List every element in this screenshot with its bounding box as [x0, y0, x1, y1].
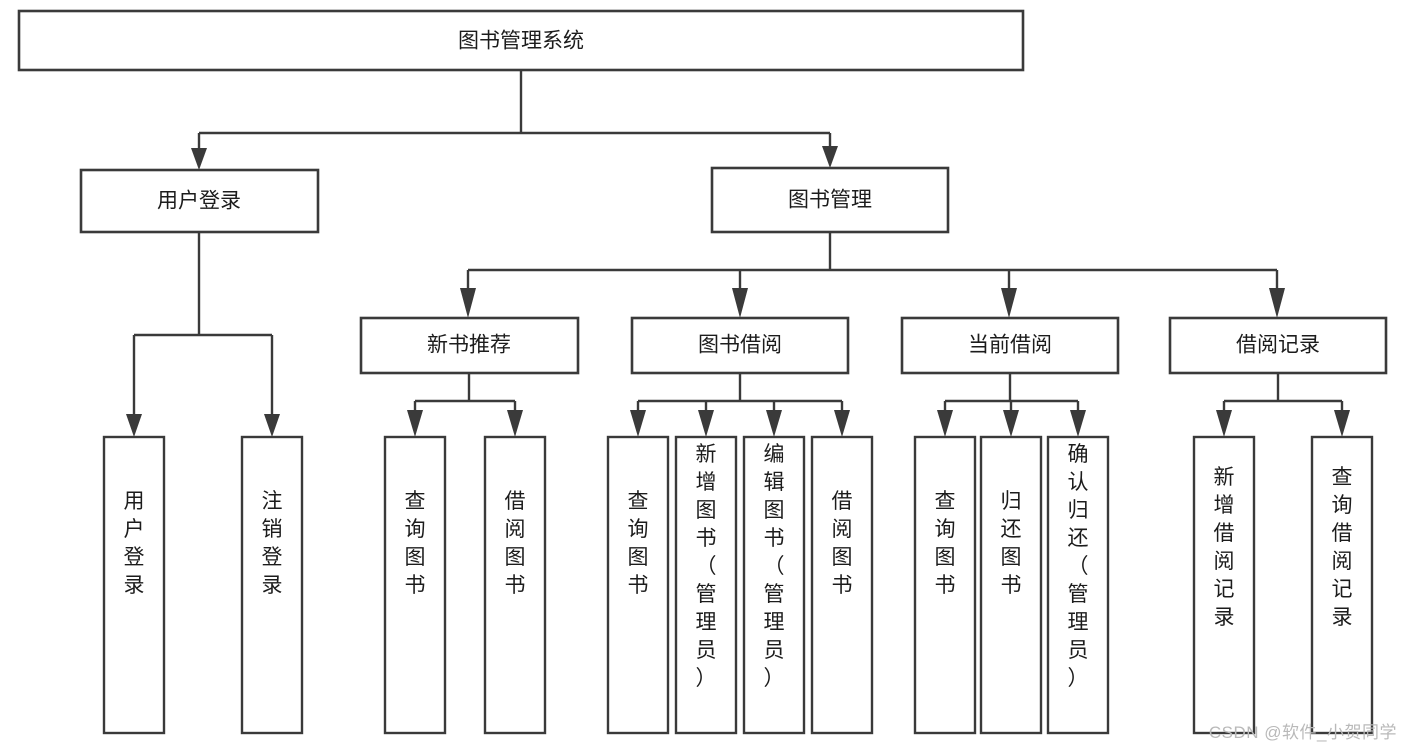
leaf-cur-return-box[interactable] [979, 435, 1043, 735]
leaf-rec-borrow[interactable]: 借阅图书 [483, 435, 547, 735]
node-user-login-box[interactable] [79, 168, 320, 234]
leaf-borrow-query-box[interactable] [606, 435, 670, 735]
leaf-rec-query[interactable]: 查询图书 [383, 435, 447, 735]
leaf-rec-add-box[interactable] [1192, 435, 1256, 735]
arrow-head-leaf-user-login [126, 414, 142, 437]
leaf-user-login-label: 用户登录 [124, 490, 145, 597]
node-book-borrow-label: 图书借阅 [698, 334, 782, 357]
arrow-head-leaf-rec-query [407, 410, 423, 437]
leaf-cur-confirm-label: 确认归还（管理员） [1068, 443, 1089, 690]
arrow-head-leaf-cur-confirm [1070, 410, 1086, 437]
node-new-book-rec-label: 新书推荐 [427, 334, 511, 357]
leaf-borrow-edit-box[interactable] [742, 435, 806, 735]
node-new-book-rec-box[interactable] [359, 316, 580, 375]
leaf-rec-add[interactable]: 新增借阅记录 [1192, 435, 1256, 735]
leaf-cur-confirm-box[interactable] [1046, 435, 1110, 735]
arrow-head-leaf-rec-search [1334, 410, 1350, 437]
leaf-borrow-add-box[interactable] [674, 435, 738, 735]
arrow-head-book-manage [822, 146, 838, 168]
node-current-borrow-label: 当前借阅 [968, 334, 1052, 357]
leaf-rec-query-box[interactable] [383, 435, 447, 735]
leaf-cur-return-label: 归还图书 [1001, 490, 1022, 597]
arrow-head-leaf-cur-query [937, 410, 953, 437]
leaf-cur-query[interactable]: 查询图书 [913, 435, 977, 735]
leaf-borrow-add-label: 新增图书（管理员） [696, 443, 717, 690]
leaf-borrow-take-label: 借阅图书 [832, 490, 853, 597]
leaf-borrow-take-box[interactable] [810, 435, 874, 735]
leaf-rec-search-label: 查询借阅记录 [1332, 466, 1353, 629]
leaf-rec-query-label: 查询图书 [405, 490, 426, 597]
node-book-borrow-box[interactable] [630, 316, 850, 375]
arrow-head-leaf-rec-add [1216, 410, 1232, 437]
arrow-head-leaf-borrow-edit [766, 410, 782, 437]
arrow-head-leaf-borrow-query [630, 410, 646, 437]
node-current-borrow[interactable]: 当前借阅 [900, 316, 1120, 375]
node-new-book-rec[interactable]: 新书推荐 [359, 316, 580, 375]
node-borrow-record-label: 借阅记录 [1236, 334, 1320, 357]
leaf-cur-return[interactable]: 归还图书 [979, 435, 1043, 735]
arrow-head-leaf-user-logout [264, 414, 280, 437]
leaf-borrow-query[interactable]: 查询图书 [606, 435, 670, 735]
arrow-head-leaf-borrow-take [834, 410, 850, 437]
leaf-cur-query-box[interactable] [913, 435, 977, 735]
node-user-login-label: 用户登录 [157, 190, 241, 213]
node-book-manage-box[interactable] [710, 166, 950, 234]
leaf-borrow-edit[interactable]: 编辑图书（管理员） [742, 435, 806, 735]
arrow-head-leaf-rec-borrow [507, 410, 523, 437]
node-borrow-record[interactable]: 借阅记录 [1168, 316, 1388, 375]
node-book-manage-label: 图书管理 [788, 189, 872, 212]
connector-layer [126, 70, 1350, 437]
leaf-rec-borrow-box[interactable] [483, 435, 547, 735]
leaf-user-logout-box[interactable] [240, 435, 304, 735]
arrow-head-leaf-cur-return [1003, 410, 1019, 437]
node-book-manage[interactable]: 图书管理 [710, 166, 950, 234]
node-current-borrow-box[interactable] [900, 316, 1120, 375]
leaf-user-logout[interactable]: 注销登录 [240, 435, 304, 735]
leaf-borrow-take[interactable]: 借阅图书 [810, 435, 874, 735]
node-book-borrow[interactable]: 图书借阅 [630, 316, 850, 375]
leaf-borrow-query-label: 查询图书 [628, 490, 649, 597]
leaf-borrow-edit-label: 编辑图书（管理员） [764, 443, 785, 690]
node-root-label: 图书管理系统 [458, 30, 584, 53]
leaf-rec-add-label: 新增借阅记录 [1214, 466, 1235, 629]
node-root[interactable]: 图书管理系统 [17, 9, 1025, 72]
leaf-borrow-add[interactable]: 新增图书（管理员） [674, 435, 738, 735]
node-user-login[interactable]: 用户登录 [79, 168, 320, 234]
leaf-cur-query-label: 查询图书 [935, 490, 956, 597]
arrow-head-leaf-borrow-add [698, 410, 714, 437]
arrow-head-borrow-record [1269, 288, 1285, 318]
arrow-head-current-borrow [1001, 288, 1017, 318]
leaf-user-login-box[interactable] [102, 435, 166, 735]
arrow-head-user-login [191, 148, 207, 170]
node-borrow-record-box[interactable] [1168, 316, 1388, 375]
leaf-cur-confirm[interactable]: 确认归还（管理员） [1046, 435, 1110, 735]
arrow-head-book-borrow [732, 288, 748, 318]
leaf-rec-search-box[interactable] [1310, 435, 1374, 735]
leaf-rec-search[interactable]: 查询借阅记录 [1310, 435, 1374, 735]
node-root-box[interactable] [17, 9, 1025, 72]
leaf-rec-borrow-label: 借阅图书 [505, 490, 526, 597]
leaf-user-login[interactable]: 用户登录 [102, 435, 166, 735]
arrow-head-new-book-rec [460, 288, 476, 318]
leaf-user-logout-label: 注销登录 [262, 490, 283, 597]
